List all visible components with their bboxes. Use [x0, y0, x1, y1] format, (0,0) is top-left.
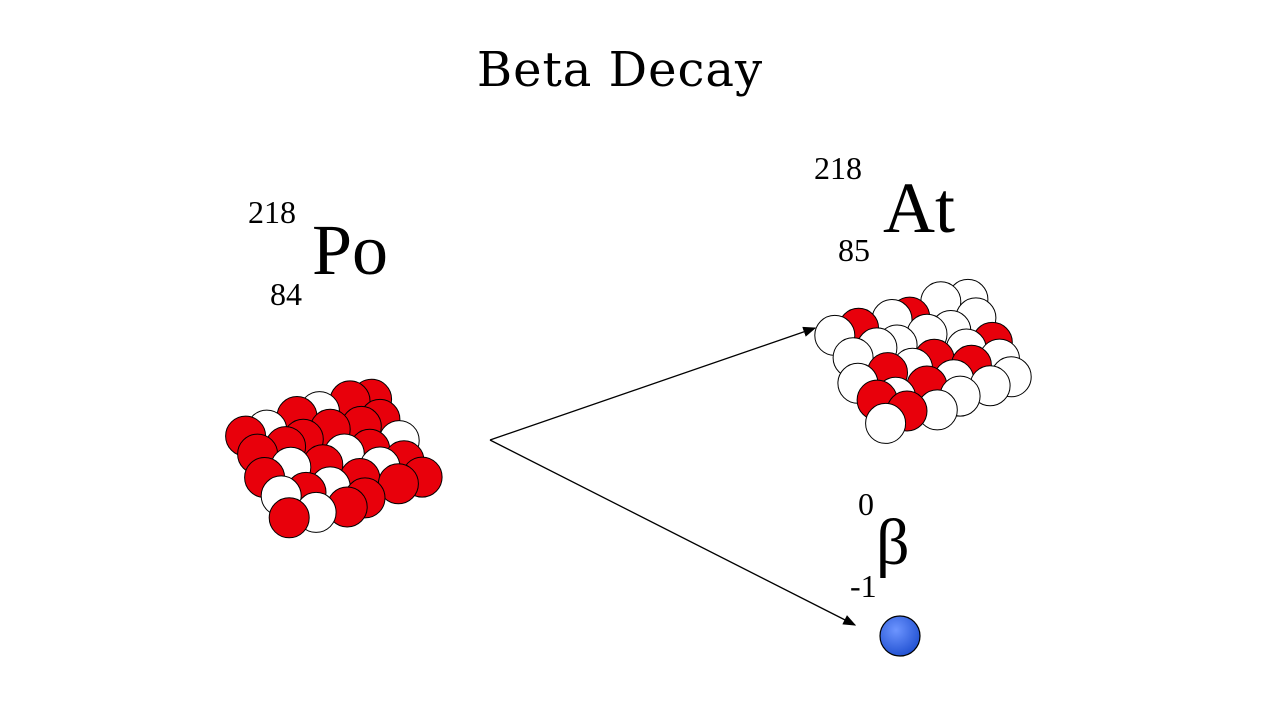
po-symbol: Po — [312, 214, 388, 286]
astatine-nucleus — [815, 279, 1031, 443]
po-atomic-number: 84 — [270, 278, 302, 310]
at-atomic-number: 85 — [838, 234, 870, 266]
arrow-to-daughter — [490, 328, 815, 440]
po-mass-number: 218 — [248, 196, 296, 228]
proton — [269, 498, 309, 538]
beta-charge-number: -1 — [850, 570, 877, 602]
polonium-nucleus — [226, 379, 443, 538]
beta-symbol: β — [876, 510, 910, 576]
neutron — [866, 403, 906, 443]
at-symbol: At — [883, 172, 955, 244]
beta-mass-number: 0 — [858, 488, 874, 520]
at-mass-number: 218 — [814, 152, 862, 184]
arrow-to-beta — [490, 440, 855, 625]
beta-particle — [880, 616, 920, 656]
